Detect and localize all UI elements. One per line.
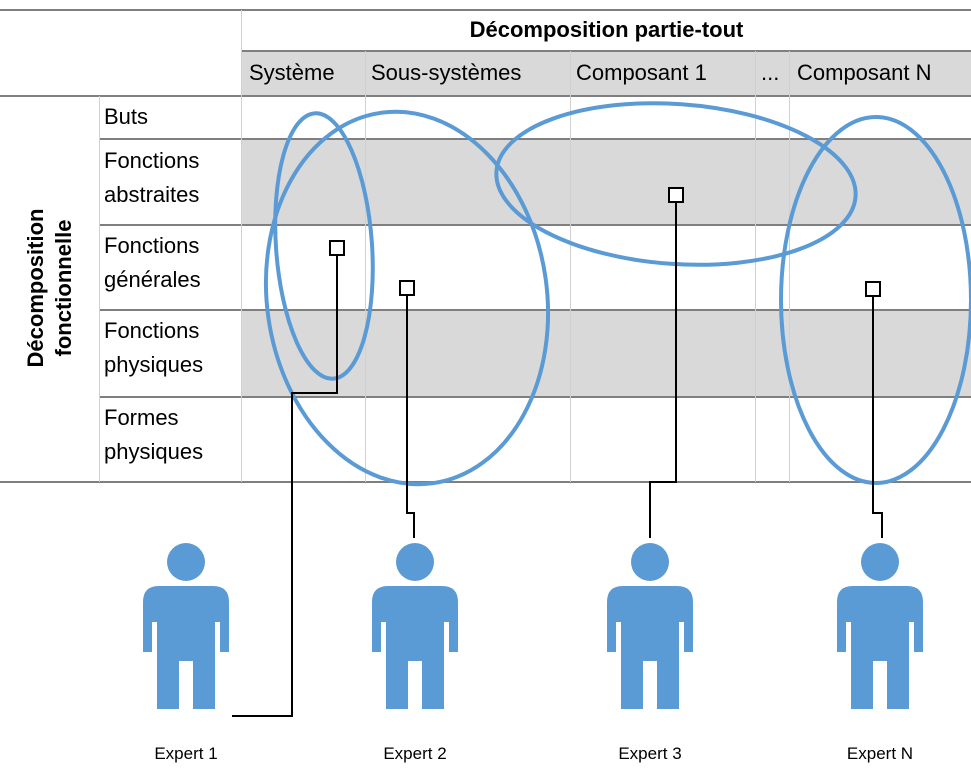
rule-row-3 [100, 309, 971, 311]
connector-expert-3 [649, 203, 677, 538]
row-label-fonctions-abstraites-line-2: abstraites [104, 182, 200, 207]
row-label-fonctions-generales: Fonctions générales [100, 229, 201, 297]
row-label-formes-physiques-line-1: Formes [104, 405, 179, 430]
ellipse-expert-1 [273, 111, 375, 381]
expert-n-label: Expert N [846, 744, 914, 763]
marker-expert-2 [399, 280, 415, 296]
column-header-sous-systemes: Sous-systèmes [371, 60, 522, 85]
connector-expert-n [872, 296, 883, 538]
header-columns-bg [242, 51, 971, 95]
row-label-buts-line-1: Buts [104, 104, 149, 129]
row-fonctions-physiques-bg [242, 310, 971, 397]
grid-v-2 [241, 10, 242, 482]
row-label-fonctions-generales-line-1: Fonctions [104, 233, 200, 258]
rule-under-header [0, 95, 971, 97]
expert-1-label: Expert 1 [154, 744, 218, 763]
markers [329, 187, 881, 297]
row-label-fonctions-generales-line-2: générales [104, 267, 201, 292]
connector-expert-1 [232, 256, 338, 717]
rule-top [0, 9, 971, 11]
rule-bottom [0, 481, 971, 483]
row-label-fonctions-abstraites-line-1: Fonctions [104, 148, 200, 173]
row-label-fonctions-abstraites: Fonctions abstraites [100, 144, 199, 212]
rule-under-title [242, 50, 971, 52]
ellipse-expert-2 [263, 109, 551, 487]
marker-expert-n [865, 281, 881, 297]
marker-expert-3 [668, 187, 684, 203]
column-header-composant-1: Composant 1 [576, 60, 707, 85]
connectors [232, 203, 883, 717]
row-label-fonctions-physiques-line-1: Fonctions [104, 318, 200, 343]
person-expert-3-icon [607, 543, 693, 709]
grid-v-5 [755, 51, 756, 482]
row-label-formes-physiques: Formes physiques [100, 401, 203, 469]
row-label-fonctions-physiques-line-2: physiques [104, 352, 204, 377]
rule-row-1 [100, 138, 971, 140]
marker-expert-1 [329, 240, 345, 256]
row-label-buts: Buts [100, 100, 148, 134]
grid-v-6 [789, 51, 790, 482]
expert-2-label: Expert 2 [383, 744, 447, 763]
expert-3-label: Expert 3 [618, 744, 682, 763]
ellipse-expert-n [779, 115, 971, 485]
column-header-systeme: Système [249, 60, 335, 85]
grid-v-1 [99, 96, 100, 482]
person-expert-1-icon [143, 543, 229, 709]
person-expert-2-icon [372, 543, 458, 709]
column-header-ellipsis: ... [761, 60, 780, 85]
rule-row-4 [100, 396, 971, 398]
row-label-fonctions-physiques: Fonctions physiques [100, 314, 203, 382]
grid-v-3 [365, 51, 366, 482]
grid-v-4 [570, 51, 571, 482]
row-label-formes-physiques-line-2: physiques [104, 439, 204, 464]
ellipse-expert-3 [494, 101, 858, 267]
experts-figures [143, 543, 923, 709]
person-expert-n-icon [837, 543, 923, 709]
table-title: Décomposition partie-tout [469, 17, 744, 42]
column-header-composant-n: Composant N [797, 60, 932, 85]
ellipses [263, 101, 971, 487]
connector-expert-2 [406, 296, 415, 538]
